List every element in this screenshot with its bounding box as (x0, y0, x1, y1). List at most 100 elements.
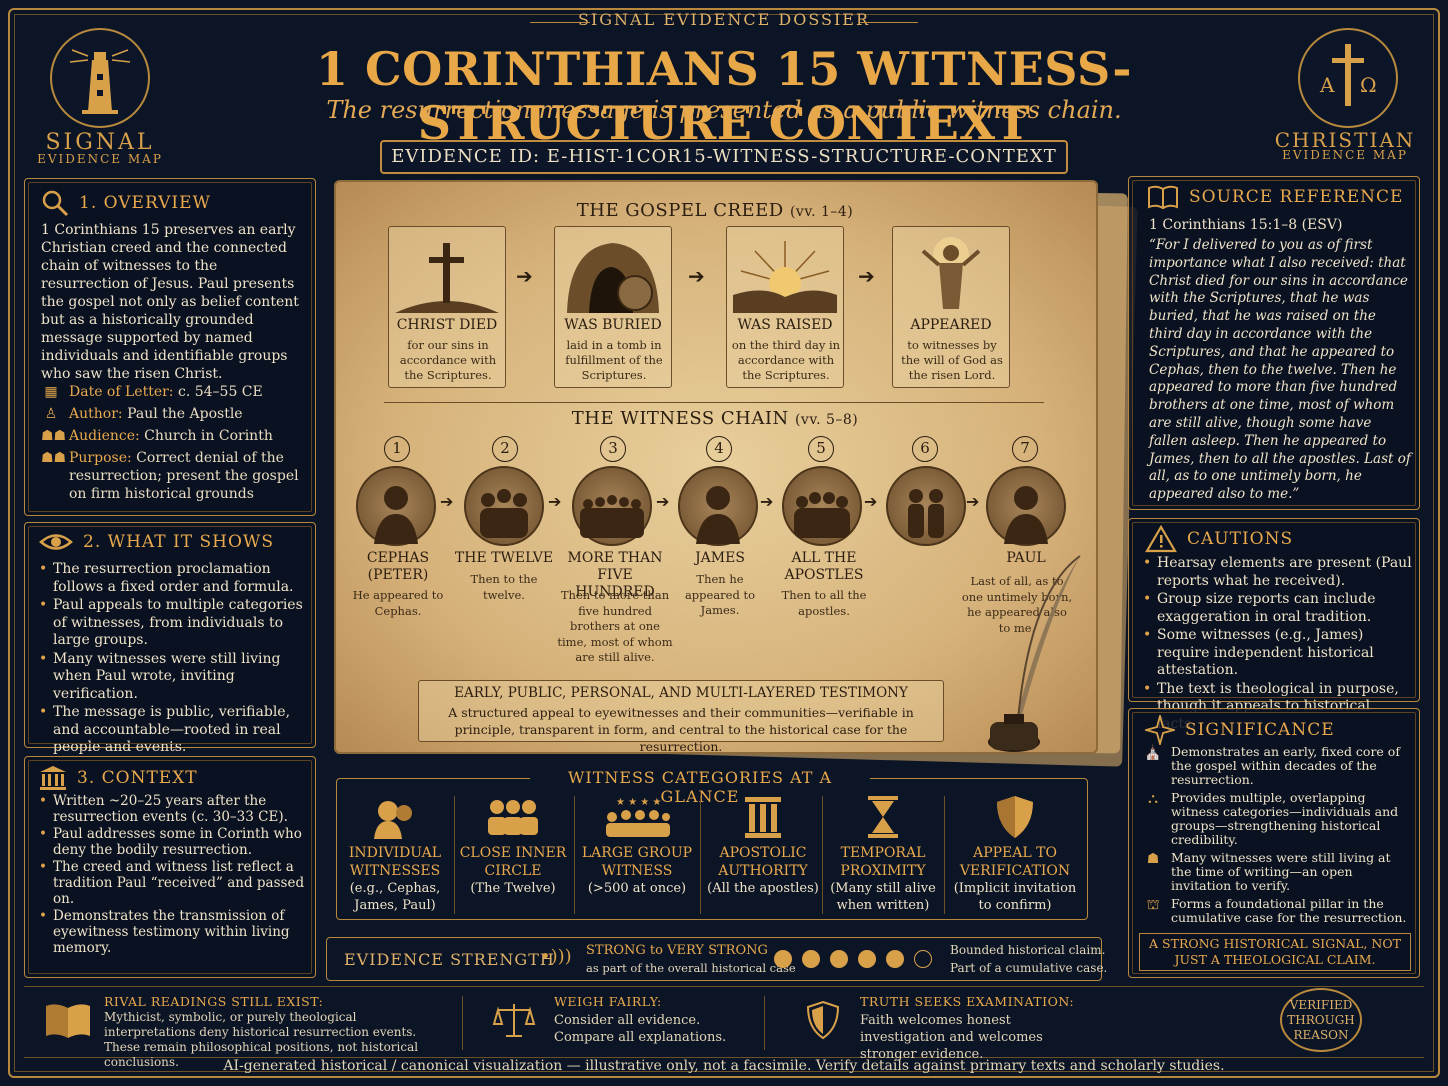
witness-desc: He appeared to Cephas. (352, 588, 444, 618)
meta-audience: ☗☗ Audience: Church in Corinth (41, 427, 309, 445)
rival-title: RIVAL READINGS STILL EXIST: (104, 994, 324, 1009)
cautions-panel: CAUTIONS Hearsay elements are present (P… (1128, 518, 1420, 732)
left-logo-line1: SIGNAL (45, 130, 155, 155)
strength-rating-sub: as part of the overall historical case (586, 961, 796, 975)
bottom-bar (24, 986, 1424, 1058)
testimony-text: A structured appeal to eyewitnesses and … (448, 705, 914, 754)
scales-icon (492, 1000, 536, 1040)
arrow-right-icon: ➔ (656, 492, 670, 511)
cephas-portrait (356, 466, 436, 546)
list-item: Paul addresses some in Corinth who deny … (39, 826, 309, 858)
strength-rating: STRONG to VERY STRONG (586, 943, 768, 958)
witness-desc: Last of all, as to one untimely born, he… (961, 574, 1073, 635)
context-heading: 3. CONTEXT (77, 768, 198, 788)
james-portrait (678, 466, 758, 546)
significance-panel: SIGNIFICANCE ⛪ Demonstrates an early, fi… (1128, 708, 1420, 978)
church-icon: ⛪ (1144, 745, 1162, 761)
cross-hill-icon (395, 243, 499, 313)
temple-icon (704, 794, 822, 840)
shield-icon (950, 794, 1080, 840)
testimony-title: EARLY, PUBLIC, PERSONAL, AND MULTI-LAYER… (454, 685, 908, 701)
creed-label: CHRIST DIED (396, 317, 498, 333)
truth-text: Faith welcomes honest investigation and … (860, 1013, 1043, 1062)
left-logo-line2: EVIDENCE MAP (37, 152, 163, 166)
witness-name: THE TWELVE (454, 550, 554, 566)
strength-dot-filled (802, 950, 820, 968)
overview-heading: 1. OVERVIEW (79, 193, 212, 213)
paul-portrait (986, 466, 1066, 546)
category-item: CLOSE INNER CIRCLE (The Twelve) (454, 794, 572, 897)
significance-text: Forms a foundational pillar in the cumul… (1171, 896, 1407, 925)
cautions-heading: CAUTIONS (1187, 529, 1294, 549)
witness-number: 3 (600, 436, 626, 462)
witness-chain-title: THE WITNESS CHAIN (vv. 5–8) (470, 408, 960, 429)
verified-seal: VERIFIED THROUGH REASON (1280, 988, 1362, 1052)
arrow-right-icon: ➔ (966, 492, 980, 511)
witness-name: MORE THAN FIVE HUNDRED (567, 550, 663, 600)
pillar-icon: ⛫ (1146, 897, 1160, 913)
witness-name: ALL THE APOSTLES (784, 550, 864, 583)
witness-number: 1 (384, 436, 410, 462)
arrow-right-icon: ➔ (864, 492, 878, 511)
witness-number: 7 (1012, 436, 1038, 462)
context-panel: 3. CONTEXT Written ~20–25 years after th… (24, 756, 316, 978)
calendar-icon: ▦ (44, 384, 58, 400)
witness-number: 4 (706, 436, 732, 462)
source-quote: “For I delivered to you as of first impo… (1149, 237, 1411, 503)
overview-meta: ▦ Date of Letter: c. 54–55 CE ♙ Author: … (41, 383, 309, 507)
hourglass-icon (824, 794, 942, 840)
witness-name: PAUL (1006, 550, 1046, 566)
creed-verses: (vv. 1–4) (789, 204, 854, 220)
crowd-icon: ★ ★ ★ ★ (578, 794, 696, 840)
category-desc: (e.g., Cephas, James, Paul) (349, 881, 441, 913)
list-item: Paul appeals to multiple categories of w… (39, 597, 309, 650)
meta-purpose: ☗☗ Purpose: Correct denial of the resurr… (41, 449, 309, 503)
strength-note1: Bounded historical claim. (950, 943, 1106, 957)
tomb-icon (567, 243, 659, 313)
creed-label: APPEARED (910, 317, 992, 333)
creed-step: APPEARED to witnesses by the will of God… (892, 226, 1010, 388)
people-icon: ☗ (1146, 851, 1160, 867)
shield-icon (806, 1000, 840, 1040)
overview-text: 1 Corinthians 15 preserves an early Chri… (41, 222, 299, 382)
cross-alpha-omega-icon: A Ω (1298, 28, 1398, 128)
meta-purpose-key: Purpose: (69, 450, 132, 466)
footnote: AI-generated historical / canonical visu… (223, 1058, 1225, 1074)
omega-glyph: Ω (1360, 73, 1377, 97)
significance-heading: SIGNIFICANCE (1185, 720, 1335, 740)
witness-name: CEPHAS (PETER) (366, 550, 430, 583)
list-item: Demonstrates the transmission of eyewitn… (39, 908, 309, 956)
witness-desc: Then he appeared to James. (684, 572, 756, 617)
what-it-shows-panel: 2. WHAT IT SHOWS The resurrection procla… (24, 522, 316, 755)
list-item: ☗ Many witnesses were still living at th… (1143, 851, 1413, 893)
three-people-icon (454, 794, 572, 840)
person-icon: ♙ (44, 406, 58, 422)
meta-author-key: Author: (69, 406, 123, 422)
creed-step: WAS RAISED on the third day in accordanc… (726, 226, 844, 388)
category-name: LARGE GROUP WITNESS (581, 845, 693, 879)
divider (944, 796, 945, 914)
warning-icon (1145, 525, 1177, 553)
context-list: Written ~20–25 years after the resurrect… (39, 793, 309, 957)
arrow-right-icon: ➔ (858, 264, 875, 288)
witness-chain-title-text: THE WITNESS CHAIN (571, 408, 789, 429)
list-item: ⛬ Provides multiple, overlapping witness… (1143, 791, 1413, 847)
list-item: The message is public, verifiable, and a… (39, 704, 309, 757)
arrow-right-icon: ➔ (440, 492, 454, 511)
category-desc: (Many still alive when written) (830, 881, 936, 913)
lighthouse-icon (50, 28, 150, 128)
risen-figure-icon (921, 237, 981, 309)
open-book-icon (44, 1000, 92, 1040)
evidence-strength-box (326, 937, 1102, 981)
category-name: APPEAL TO VERIFICATION (959, 845, 1071, 879)
eye-icon (39, 531, 73, 553)
creed-step: CHRIST DIED for our sins in accordance w… (388, 226, 506, 388)
list-item: ⛪ Demonstrates an early, fixed core of t… (1143, 745, 1413, 787)
witness-number: 5 (808, 436, 834, 462)
quill-inkpot-icon (988, 555, 1081, 752)
arrow-right-icon: ➔ (516, 264, 533, 288)
category-desc: (>500 at once) (587, 881, 687, 896)
strength-dot-filled (886, 950, 904, 968)
strength-note2: Part of a cumulative case. (950, 961, 1108, 975)
right-logo-line1: CHRISTIAN (1274, 128, 1416, 152)
